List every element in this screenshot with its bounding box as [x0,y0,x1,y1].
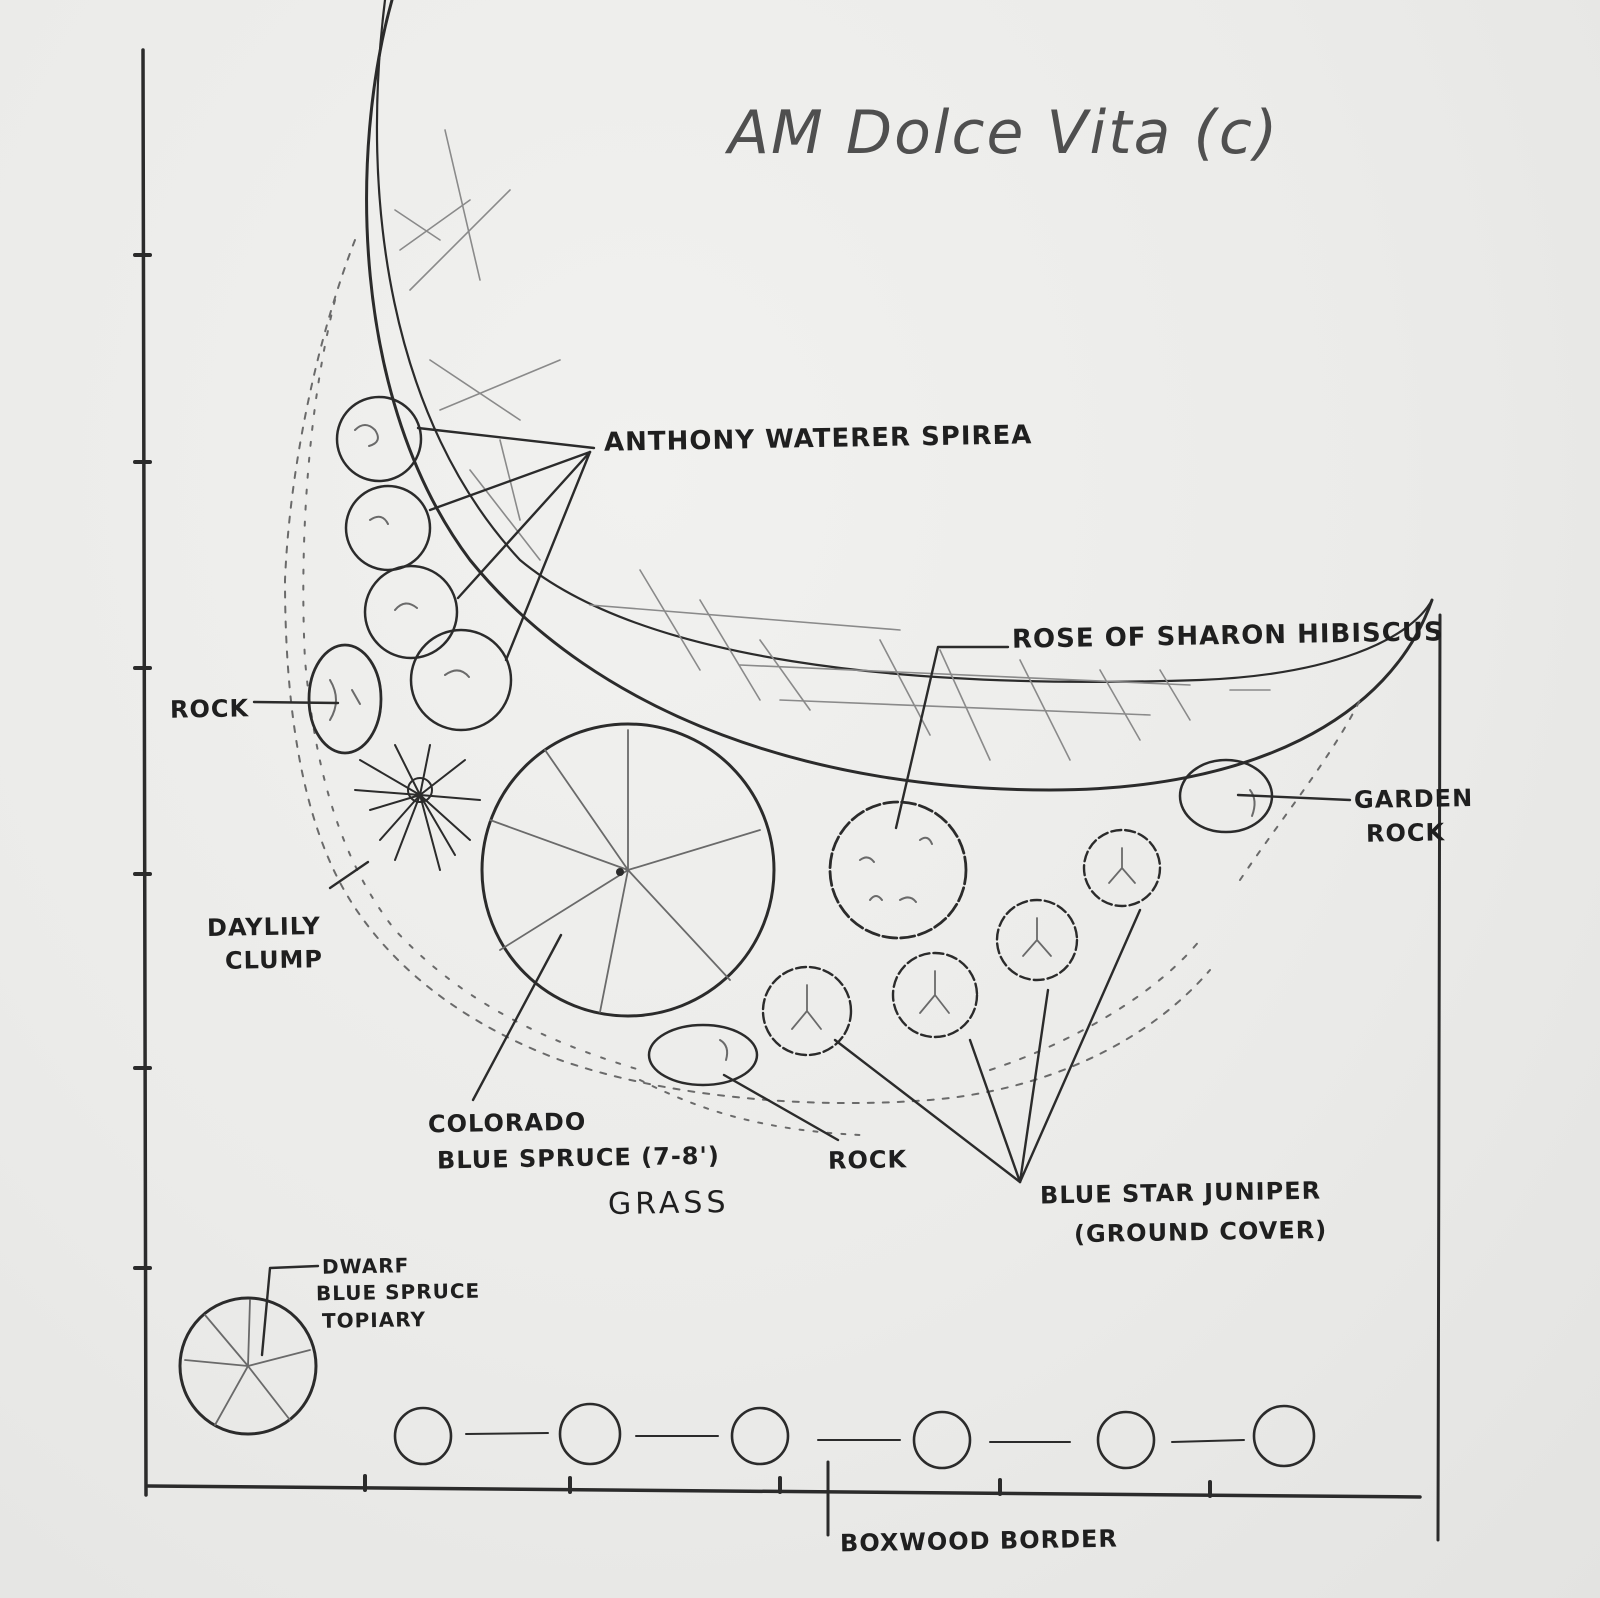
rock-left [307,643,383,755]
dwarf-blue-spruce-topiary [178,1296,318,1436]
spirea-shrub [344,484,432,572]
label-juniper-line1: BLUE STAR JUNIPER [1039,1176,1322,1210]
spirea-shrub [409,628,513,732]
juniper-plant [761,965,853,1057]
label-dwarf-line3: TOPIARY [321,1307,427,1333]
boxwood-row [393,1402,1316,1470]
label-grass: GRASS [607,1184,730,1223]
juniper-plant [891,951,979,1039]
colorado-blue-spruce [480,722,776,1018]
pebble-edging [284,239,1361,1136]
label-juniper-line2: (GROUND COVER) [1073,1215,1328,1249]
daylily-clump [354,744,481,871]
label-rock-bottom: ROCK [827,1145,908,1175]
label-garden-rock-line1: GARDEN [1353,783,1474,815]
label-colorado-line1: COLORADO [427,1107,587,1139]
label-boxwood-border: BOXWOOD BORDER [839,1524,1119,1558]
juniper-plant [1082,828,1162,908]
boxwood-shrub [558,1402,622,1466]
spirea-shrubs [335,395,513,732]
label-daylily-line2: CLUMP [224,945,324,975]
spirea-shrub [335,395,423,483]
blue-star-junipers [761,828,1162,1057]
label-daylily-line1: DAYLILY [206,912,321,942]
boxwood-shrub [912,1410,972,1470]
label-colorado-line2: BLUE SPRUCE (7-8') [436,1141,721,1175]
label-dwarf-line2: BLUE SPRUCE [315,1278,481,1306]
boxwood-shrub [1252,1404,1316,1468]
title: AM Dolce Vita (c) [728,98,1280,168]
label-rock-left: ROCK [169,694,250,724]
rock-bottom [647,1023,759,1087]
rose-of-sharon-hibiscus [828,800,968,940]
boxwood-shrub [1096,1410,1156,1470]
label-dwarf-line1: DWARF [321,1253,410,1279]
leader-lines [252,426,1352,1357]
boxwood-shrub [393,1406,453,1466]
boxwood-shrub [730,1406,790,1466]
label-garden-rock-line2: ROCK [1365,818,1446,848]
juniper-plant [995,898,1079,982]
property-boundary [133,48,1442,1542]
spirea-shrub [363,564,459,660]
